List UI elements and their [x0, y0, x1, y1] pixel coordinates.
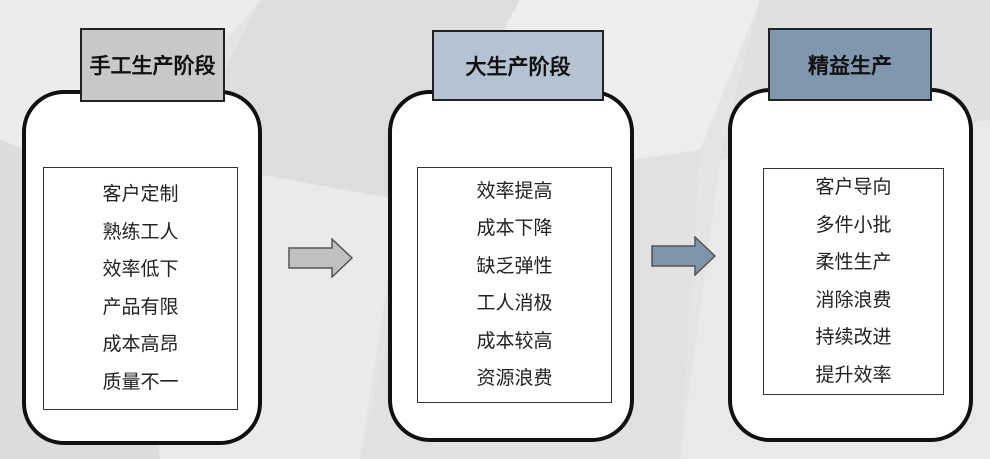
list-item: 质量不一	[102, 370, 179, 393]
stage-items-handcraft: 客户定制 熟练工人 效率低下 产品有限 成本高昂 质量不一	[43, 167, 238, 410]
list-item: 成本下降	[476, 217, 553, 239]
list-item: 工人消极	[476, 292, 553, 314]
list-item: 缺乏弹性	[476, 254, 553, 277]
list-item: 效率提高	[476, 179, 553, 202]
list-item: 柔性生产	[815, 251, 892, 273]
stage-title-handcraft: 手工生产阶段	[80, 28, 225, 102]
stage-items-lean-production: 客户导向 多件小批 柔性生产 消除浪费 持续改进 提升效率	[763, 168, 944, 395]
arrow-right-icon	[288, 238, 354, 278]
list-item: 效率低下	[102, 258, 179, 280]
list-item: 成本高昂	[102, 333, 179, 355]
list-item: 资源浪费	[476, 367, 553, 389]
list-item: 成本较高	[476, 329, 553, 352]
list-item: 客户定制	[102, 183, 179, 205]
stage-title-mass-production: 大生产阶段	[432, 30, 604, 101]
list-item: 多件小批	[815, 213, 892, 236]
list-item: 持续改进	[815, 326, 892, 348]
list-item: 熟练工人	[102, 220, 179, 243]
list-item: 消除浪费	[815, 288, 892, 311]
list-item: 客户导向	[815, 176, 892, 198]
stage-title-lean-production: 精益生产	[768, 28, 932, 101]
arrow-right-icon	[651, 236, 717, 276]
stage-items-mass-production: 效率提高 成本下降 缺乏弹性 工人消极 成本较高 资源浪费	[417, 167, 612, 403]
list-item: 产品有限	[102, 295, 179, 318]
list-item: 提升效率	[815, 363, 892, 386]
